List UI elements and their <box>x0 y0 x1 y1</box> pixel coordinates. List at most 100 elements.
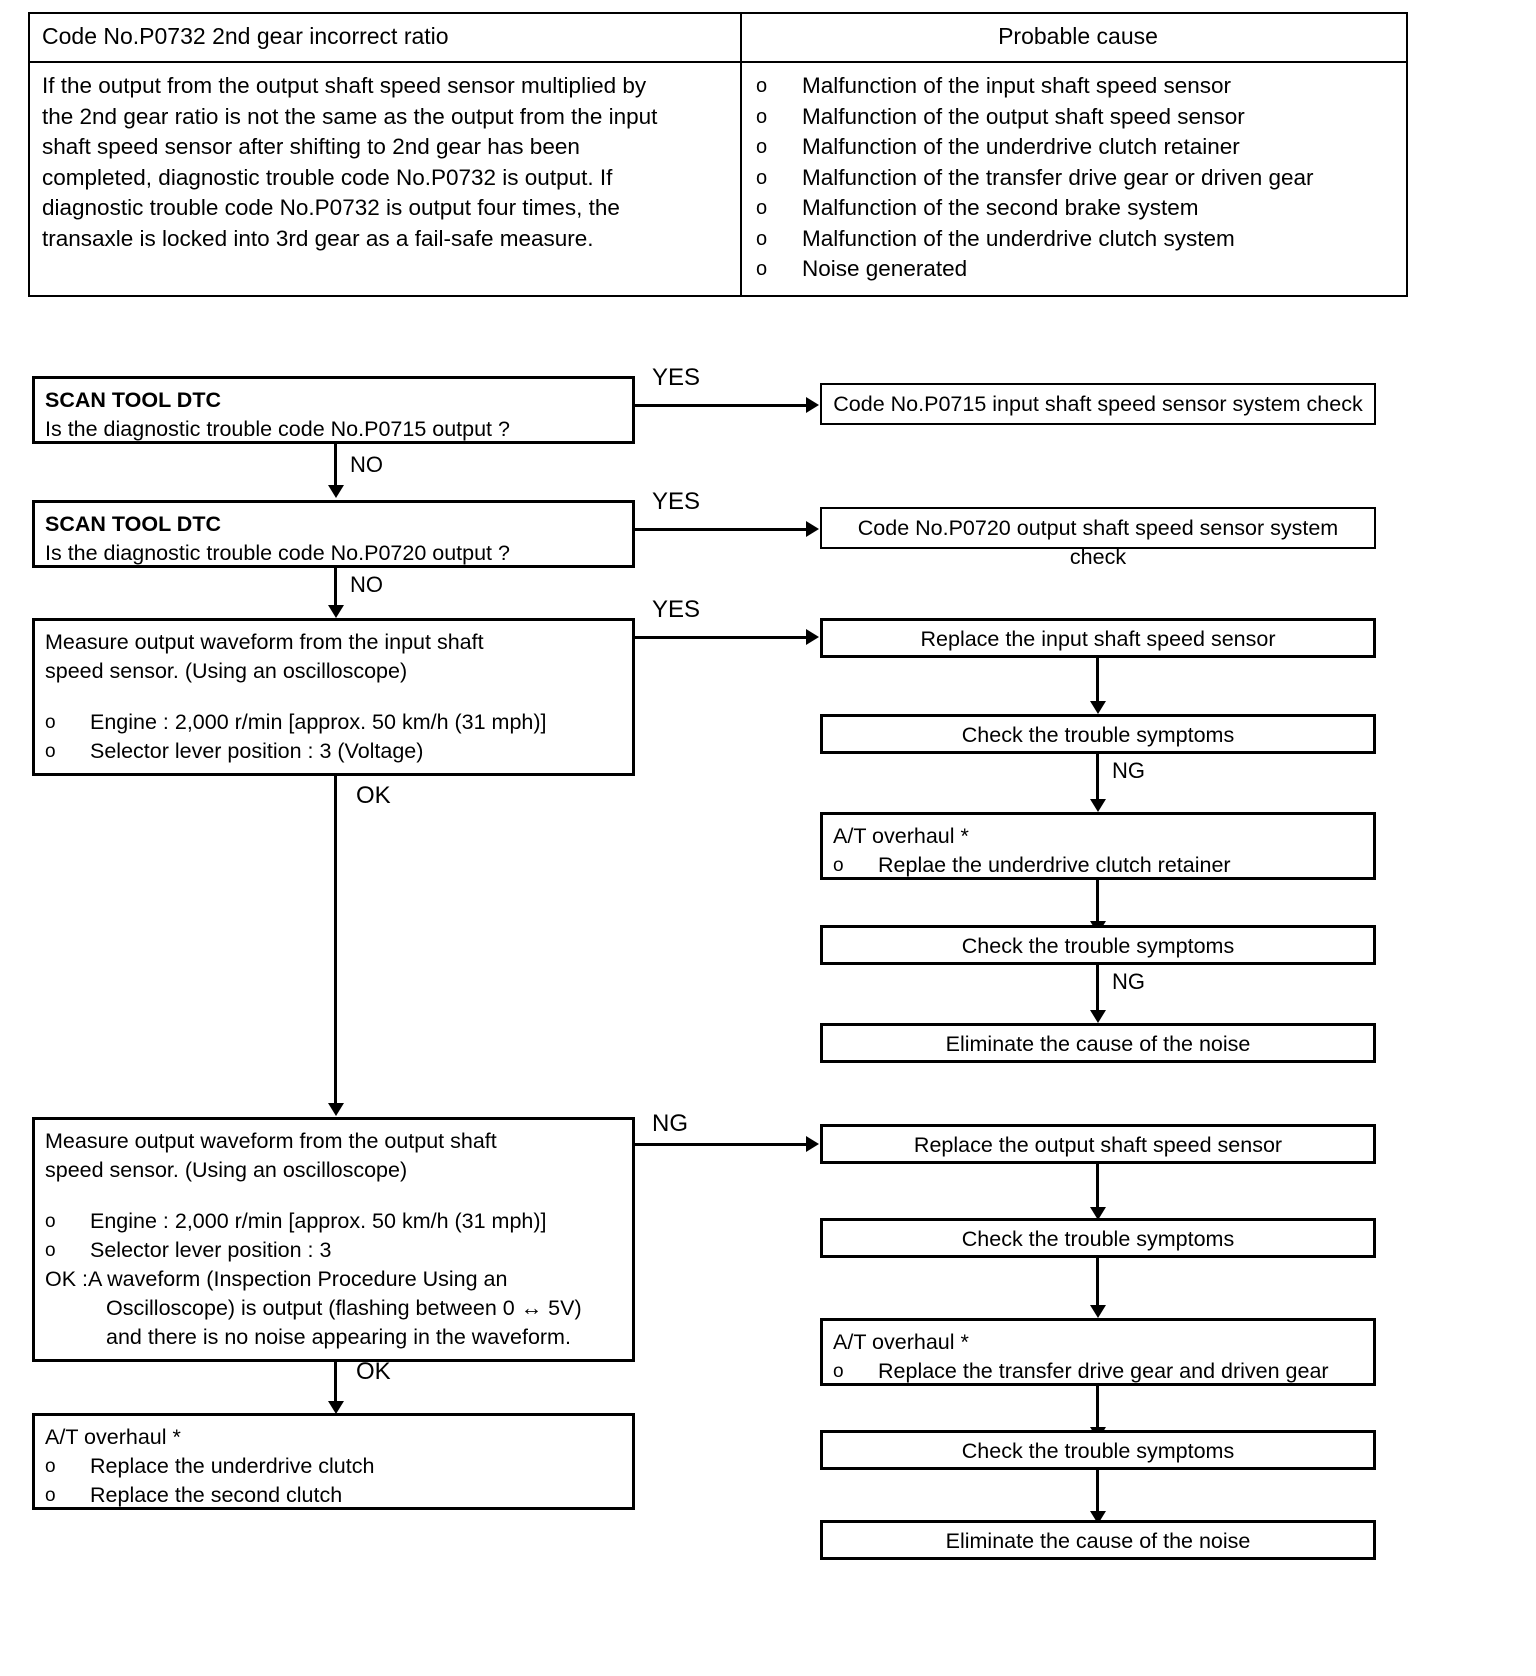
flow-box-replace-input-sensor: Replace the input shaft speed sensor <box>820 618 1376 658</box>
label-ok-2: OK <box>356 1358 391 1385</box>
check-symptoms-text: Check the trouble symptoms <box>961 934 1235 958</box>
at-overhaul-item: Replace the transfer drive gear and driv… <box>878 1359 1329 1383</box>
bullet-marker: o <box>756 166 768 189</box>
at-overhaul-item: Replace the underdrive clutch <box>90 1454 375 1478</box>
flow-box-content: Measure output waveform from the input s… <box>35 621 632 773</box>
bullet-marker: o <box>756 136 768 158</box>
flow-box-eliminate-noise-b: Eliminate the cause of the noise <box>820 1520 1376 1560</box>
label-ng-4: NG <box>652 1110 688 1137</box>
list-item: o Malfunction of the transfer drive gear … <box>756 163 1400 194</box>
condition-text: Engine : 2,000 r/min [approx. 50 km/h (3… <box>90 1209 547 1233</box>
flow-box-content: SCAN TOOL DTC Is the diagnostic trouble … <box>35 503 632 575</box>
cause-text: Malfunction of the output shaft speed se… <box>802 103 1245 129</box>
measure-line-2: speed sensor. (Using an oscilloscope) <box>45 659 408 683</box>
flow-box-replace-output-sensor: Replace the output shaft speed sensor <box>820 1124 1376 1164</box>
bullet-marker: o <box>756 258 768 280</box>
bullet-marker: o <box>756 75 768 97</box>
list-item: o Engine : 2,000 r/min [approx. 50 km/h (… <box>45 1207 622 1236</box>
scan-tool-dtc-title: SCAN TOOL DTC <box>45 512 221 536</box>
at-overhaul-title: A/T overhaul * <box>833 1330 969 1354</box>
label-no-2: NO <box>350 572 383 597</box>
description-line: the 2nd gear ratio is not the same as th… <box>42 103 658 129</box>
description-line: transaxle is locked into 3rd gear as a f… <box>42 225 594 251</box>
bullet-marker: o <box>45 1456 56 1477</box>
flow-box-scan-tool-dtc-2: SCAN TOOL DTC Is the diagnostic trouble … <box>32 500 635 568</box>
condition-text: Selector lever position : 3 <box>90 1238 332 1262</box>
check-symptoms-text: Check the trouble symptoms <box>961 723 1235 747</box>
arrowhead-right-1 <box>806 397 819 413</box>
connector-yes-3 <box>635 636 810 639</box>
p0720-check-text: Code No.P0720 output shaft speed sensor … <box>857 516 1339 569</box>
connector-yes-2 <box>635 528 810 531</box>
arrowhead-b2 <box>1090 1305 1106 1318</box>
condition-text: Selector lever position : 3 (Voltage) <box>90 739 424 763</box>
bullet-marker: o <box>45 741 56 762</box>
arrowhead-b1 <box>1090 1207 1106 1220</box>
connector-ng-4 <box>635 1143 810 1146</box>
flow-box-check-symptoms-b1: Check the trouble symptoms <box>820 1218 1376 1258</box>
measure-line-2: speed sensor. (Using an oscilloscope) <box>45 1158 408 1182</box>
flow-box-eliminate-noise-a: Eliminate the cause of the noise <box>820 1023 1376 1063</box>
label-yes-1: YES <box>652 364 701 391</box>
label-ng-a2: NG <box>1112 969 1145 994</box>
flow-box-measure-input-shaft: Measure output waveform from the input s… <box>32 618 635 776</box>
replace-output-sensor-text: Replace the output shaft speed sensor <box>913 1133 1283 1157</box>
cause-text: Malfunction of the transfer drive gear o… <box>802 164 1314 190</box>
arrowhead-down-1 <box>328 485 344 498</box>
bullet-marker: o <box>45 1211 56 1232</box>
ok-criteria-line: and there is no noise appearing in the w… <box>106 1325 571 1349</box>
bullet-marker: o <box>45 712 56 733</box>
cause-text: Malfunction of the input shaft speed sen… <box>802 73 1232 98</box>
at-overhaul-item: Replae the underdrive clutch retainer <box>878 853 1231 877</box>
label-no-1: NO <box>350 452 383 477</box>
label-ng-a1: NG <box>1112 758 1145 783</box>
flow-box-content: A/T overhaul * o Replace the underdrive c… <box>35 1416 632 1517</box>
eliminate-noise-text: Eliminate the cause of the noise <box>945 1032 1251 1056</box>
flow-box-at-overhaul-final: A/T overhaul * o Replace the underdrive c… <box>32 1413 635 1510</box>
connector-b1 <box>1096 1164 1099 1210</box>
arrowhead-right-2 <box>806 521 819 537</box>
dtc-description-table: Code No.P0732 2nd gear incorrect ratio P… <box>28 12 1408 297</box>
cause-text: Malfunction of the underdrive clutch ret… <box>802 134 1240 159</box>
ok-criteria-lead: OK : <box>45 1267 89 1291</box>
at-overhaul-title: A/T overhaul * <box>833 824 969 848</box>
ok-criteria-line: Oscilloscope) is output (flashing betwee… <box>106 1296 582 1320</box>
table-body-row: If the output from the output shaft spee… <box>30 63 1406 295</box>
bullet-marker: o <box>756 105 768 128</box>
ok-criteria-line: A waveform (Inspection Procedure Using a… <box>88 1267 508 1291</box>
flow-box-p0715-check: Code No.P0715 input shaft speed sensor s… <box>820 383 1376 425</box>
measure-line-1: Measure output waveform from the output … <box>45 1129 497 1153</box>
check-symptoms-text: Check the trouble symptoms <box>961 1439 1235 1463</box>
connector-b4 <box>1096 1470 1099 1514</box>
bullet-marker: o <box>45 1485 56 1506</box>
list-item: o Malfunction of the output shaft speed s… <box>756 102 1400 133</box>
eliminate-noise-text: Eliminate the cause of the noise <box>945 1529 1251 1553</box>
arrowhead-down-ok-2 <box>328 1401 344 1414</box>
arrowhead-right-4 <box>806 1136 819 1152</box>
cause-text: Malfunction of the second brake system <box>802 195 1199 220</box>
connector-ok-2 <box>334 1362 337 1404</box>
connector-no-1 <box>334 444 337 488</box>
list-item: o Replace the underdrive clutch <box>45 1452 622 1481</box>
scan-tool-dtc-question: Is the diagnostic trouble code No.P0715 … <box>45 417 510 441</box>
at-overhaul-title: A/T overhaul * <box>45 1425 181 1449</box>
condition-text: Engine : 2,000 r/min [approx. 50 km/h (3… <box>90 710 547 734</box>
list-item: o Noise generated <box>756 254 1400 285</box>
flow-box-check-symptoms-b2: Check the trouble symptoms <box>820 1430 1376 1470</box>
connector-b2 <box>1096 1258 1099 1308</box>
scan-tool-dtc-question: Is the diagnostic trouble code No.P0720 … <box>45 541 510 565</box>
scan-tool-dtc-title: SCAN TOOL DTC <box>45 388 221 412</box>
cause-text: Noise generated <box>802 256 968 281</box>
connector-ok-long <box>334 776 337 1106</box>
probable-cause-list: o Malfunction of the input shaft speed se… <box>756 71 1400 285</box>
label-yes-3: YES <box>652 596 701 623</box>
